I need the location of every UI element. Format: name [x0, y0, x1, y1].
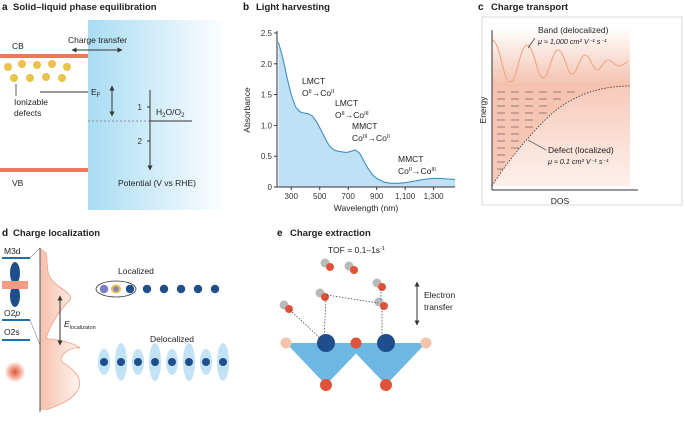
x-tick-label: 500: [313, 192, 327, 201]
y-tick-label: 0: [268, 183, 273, 192]
x-tick-label: 1,300: [424, 192, 445, 201]
o2p-label: O2p: [4, 308, 20, 318]
catalyst-surface: [280, 334, 432, 391]
panel-d-title: Charge localization: [13, 228, 100, 239]
panel-b-title: Light harvesting: [256, 2, 330, 13]
svg-text:MMCT: MMCT: [398, 154, 424, 164]
svg-text:CoIII→CoII: CoIII→CoII: [352, 133, 390, 143]
panel-d: d Charge localization M3d O2p O2s Elocal…: [2, 228, 229, 412]
delocalized-chain: [98, 343, 229, 381]
potential-tick-2: 2: [138, 137, 143, 146]
o2s-label: O2s: [4, 327, 20, 337]
y-tick-label: 1.5: [261, 91, 273, 100]
panel-c-title: Charge transport: [491, 2, 569, 13]
svg-text:OII→CoII: OII→CoII: [302, 88, 335, 98]
defect-dos-area: [492, 86, 630, 186]
transfer-label: transfer: [424, 302, 453, 312]
defects-label: defects: [14, 108, 41, 118]
y-tick-label: 2.0: [261, 60, 273, 69]
dos-axis-label: DOS: [551, 196, 570, 206]
absorbance-line: [277, 42, 456, 184]
ionizable-label: Ionizable: [14, 97, 48, 107]
chart-x-label: Wavelength (nm): [334, 203, 399, 213]
localization-energy-label: Elocalizaton: [64, 319, 96, 331]
cb-label: CB: [12, 41, 24, 51]
panel-d-letter: d: [2, 228, 8, 239]
d-orbital-icon: [2, 262, 28, 307]
panel-e-letter: e: [277, 228, 283, 239]
defect-states: [497, 91, 575, 170]
panel-a: a Solid–liquid phase equilibration CB VB…: [0, 2, 228, 210]
svg-text:LMCT: LMCT: [302, 76, 325, 86]
ionizable-defect-dots: [4, 60, 71, 82]
localized-chain: [95, 280, 220, 298]
valence-band: [0, 168, 88, 172]
y-tick-label: 0.5: [261, 152, 273, 161]
tof-label: TOF = 0.1–1s-1: [328, 245, 385, 255]
potential-tick-1: 1: [138, 103, 143, 112]
conduction-band: [0, 54, 88, 58]
potential-label: Potential (V vs RHE): [118, 178, 196, 188]
electron-label: Electron: [424, 290, 455, 300]
localized-label: Localized: [118, 266, 154, 276]
band-dos-oscillation: [491, 39, 629, 83]
band-label-2: μ ≈ 1,000 cm² V⁻¹ s⁻¹: [537, 37, 607, 46]
absorbance-area: [278, 42, 455, 187]
energy-axis-label: Energy: [478, 96, 488, 124]
x-tick-label: 700: [342, 192, 356, 201]
band-label-1: Band (delocalized): [538, 25, 609, 35]
svg-text:MMCT: MMCT: [352, 121, 378, 131]
panel-c-letter: c: [478, 2, 484, 13]
y-tick-label: 2.5: [261, 29, 273, 38]
adsorbate-molecules: [279, 258, 388, 313]
band-region: [492, 28, 630, 86]
panel-d-dos: [40, 248, 80, 410]
x-tick-label: 1,100: [395, 192, 416, 201]
defect-dos-edge: [491, 85, 631, 187]
panel-c-frame: [481, 16, 683, 206]
redox-label: H2O/O2: [156, 107, 185, 119]
vb-label: VB: [12, 178, 24, 188]
svg-text:CoII→CoIII: CoII→CoIII: [398, 166, 436, 176]
hydrogen-bond-lines: [289, 289, 383, 341]
absorbance-chart: 0 0.5 1.0 1.5 2.0 2.5 300 500 700 900 1,100 1,300Wa…: [242, 29, 456, 213]
panel-c: c Charge transport Band (delocalized) μ …: [478, 2, 683, 206]
x-tick-label: 300: [285, 192, 299, 201]
charge-transfer-label: Charge transfer: [68, 35, 127, 45]
fermi-level-label: EF: [91, 87, 101, 99]
defect-label-2: μ ≈ 0.1 cm² V⁻¹ s⁻¹: [547, 157, 609, 166]
y-tick-label: 1.0: [261, 121, 273, 130]
s-orbital-icon: [5, 362, 25, 382]
delocalized-label: Delocalized: [150, 334, 194, 344]
panel-b: b Light harvesting 0 0.5 1.0 1.5 2.0 2.5 300 50…: [242, 2, 456, 213]
panel-b-letter: b: [243, 2, 249, 13]
panel-e: e Charge extraction TOF = 0.1–1s-1: [277, 228, 455, 391]
m3d-label: M3d: [4, 246, 21, 256]
panel-a-letter: a: [2, 2, 8, 13]
x-tick-label: 900: [370, 192, 384, 201]
panel-e-title: Charge extraction: [290, 228, 371, 239]
chart-y-label: Absorbance: [242, 87, 252, 133]
svg-text:OII→CoIII: OII→CoIII: [335, 110, 369, 120]
transition-annotations: LMCT OII→CoII LMCT OII→CoIII MMCT CoIII→…: [302, 76, 436, 176]
svg-text:LMCT: LMCT: [335, 98, 358, 108]
panel-a-title: Solid–liquid phase equilibration: [13, 2, 157, 13]
defect-label-1: Defect (localized): [548, 145, 614, 155]
